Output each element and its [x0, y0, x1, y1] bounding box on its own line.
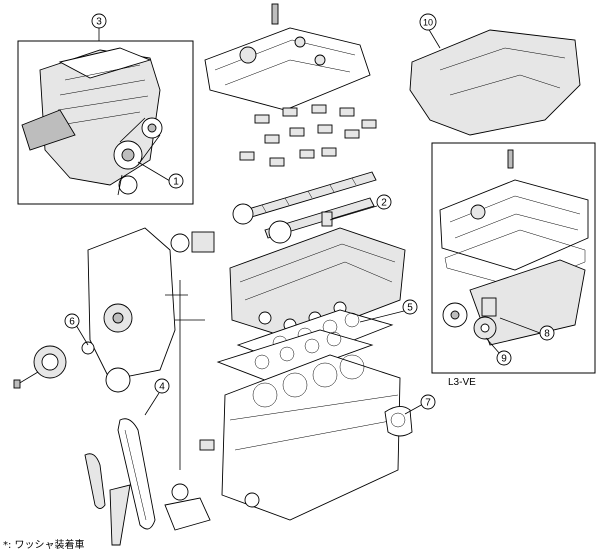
callout-4: 4: [154, 378, 170, 394]
camshaft-caps: [239, 104, 377, 167]
callout-7: 7: [420, 394, 436, 410]
callout-6-label: 6: [69, 317, 75, 328]
callout-2-label: 2: [381, 198, 387, 209]
callout-5: 5: [402, 299, 418, 315]
cylinder-head-gasket: [216, 309, 394, 383]
camshafts: [232, 171, 377, 244]
callout-4-label: 4: [159, 382, 165, 393]
callout-10-label: 10: [423, 18, 433, 28]
callout-3-label: 3: [96, 17, 102, 28]
footnote: *: ワッシャ装着車: [3, 540, 85, 551]
engine-assembly-inset: [17, 40, 194, 205]
callout-1-label: 1: [173, 177, 179, 188]
oil-pump-parts: [164, 439, 260, 531]
callout-5-label: 5: [407, 303, 413, 314]
callout-6: 6: [64, 313, 80, 329]
callout-7-label: 7: [425, 398, 431, 409]
engine-front-cover: [87, 227, 215, 381]
callout-2: 2: [376, 194, 392, 210]
l3-ve-inset: [431, 142, 596, 374]
callout-9: 9: [496, 350, 512, 366]
engine-cover: [409, 29, 581, 136]
cylinder-head-cover: [204, 3, 371, 111]
cylinder-head: [229, 211, 406, 341]
cylinder-block: [221, 354, 401, 521]
leader-lines: [75, 27, 541, 470]
callout-3: 3: [91, 13, 107, 29]
callout-9-label: 9: [501, 354, 507, 365]
callout-10: 10: [419, 13, 437, 31]
callout-1: 1: [168, 173, 184, 189]
crankshaft-pulley: [13, 341, 131, 393]
rear-oil-seal: [384, 406, 413, 437]
callout-8: 8: [539, 325, 555, 341]
timing-chain: [84, 418, 156, 546]
variant-label: L3-VE: [448, 377, 476, 388]
callout-8-label: 8: [544, 329, 550, 340]
